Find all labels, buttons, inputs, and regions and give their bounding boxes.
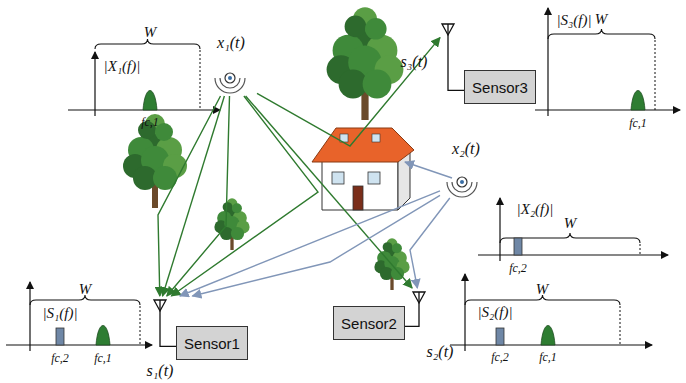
sensor-name: Sensor2 — [341, 315, 397, 332]
spectrum-plot — [6, 282, 152, 351]
propagation-path — [163, 96, 225, 296]
signal-name: x₂(t) — [440, 140, 492, 158]
band-edge — [140, 306, 141, 345]
sensor: Sensor1 — [152, 296, 250, 362]
spectrum-plot — [450, 274, 652, 351]
spectrum-label: |S₃(f)| — [556, 13, 591, 28]
frequency-axis — [478, 254, 668, 255]
bandwidth-brace — [30, 295, 140, 305]
propagation-path — [171, 96, 318, 296]
magnitude-axis — [499, 198, 500, 261]
bandwidth-brace — [95, 39, 200, 49]
signal-spectrum — [56, 328, 64, 345]
roof-window — [372, 134, 380, 142]
sensor-name: Sensor1 — [184, 335, 240, 352]
frequency-axis — [535, 109, 680, 110]
sensor-box: Sensor1 — [176, 326, 248, 360]
transmitter: x₁(t) — [205, 34, 257, 96]
antenna-dot — [225, 73, 235, 83]
antenna-feed — [448, 24, 464, 90]
carrier-frequency: fc,2 — [509, 262, 527, 274]
magnitude-axis — [29, 282, 30, 351]
signal-spectrum — [96, 326, 110, 346]
propagation-path — [410, 198, 450, 288]
signal-spectrum — [143, 91, 157, 111]
tree — [214, 198, 249, 250]
spectrum-label: |X₁(f)| — [104, 59, 141, 74]
bandwidth-label: W — [144, 25, 157, 40]
tree-foliage — [391, 267, 404, 280]
tree-foliage — [365, 18, 387, 40]
bandwidth-label: W — [79, 282, 92, 297]
spectrum-label: |S₂(f)| — [477, 305, 512, 320]
antenna-dot — [228, 76, 232, 80]
antenna-feed — [405, 292, 419, 326]
carrier-frequency: fc,1 — [539, 351, 557, 363]
bandwidth-label: W — [595, 12, 608, 27]
tree — [327, 7, 404, 120]
spectrum-plot — [478, 198, 668, 261]
reflected-path — [405, 162, 452, 178]
propagation-path — [192, 195, 440, 296]
signal-name: x₁(t) — [205, 34, 257, 52]
propagation-path — [180, 191, 440, 296]
signal-spectrum — [631, 91, 645, 111]
window — [332, 172, 344, 184]
tree-foliage — [232, 203, 242, 213]
carrier-frequency: fc,1 — [94, 352, 112, 364]
house-wall — [322, 160, 398, 210]
tree-foliage — [392, 243, 402, 253]
frequency-axis — [6, 344, 152, 345]
transmitter: x₂(t) — [440, 140, 492, 198]
tree-foliage — [231, 227, 244, 240]
bandwidth-label: W — [536, 282, 549, 297]
band-edge — [655, 40, 656, 110]
antenna-dot — [460, 180, 464, 184]
door — [353, 186, 363, 210]
signal-spectrum — [514, 238, 522, 255]
propagation-path — [257, 38, 440, 146]
propagation-path — [158, 96, 221, 296]
antenna-dot — [457, 177, 467, 187]
magnitude-axis — [464, 274, 465, 351]
band-edge — [640, 244, 641, 255]
bandwidth-brace — [465, 295, 620, 305]
spectrum-label: |S₁(f)| — [42, 306, 77, 321]
carrier-frequency: fc,1 — [141, 116, 159, 128]
carrier-frequency: fc,2 — [51, 352, 69, 364]
house — [312, 128, 414, 210]
tree-foliage — [383, 242, 393, 252]
sensor: Sensor3 — [440, 20, 538, 106]
sensor-name: Sensor3 — [472, 79, 528, 96]
sensor-box: Sensor3 — [464, 70, 536, 104]
carrier-frequency: fc,2 — [491, 351, 509, 363]
signal-name: s₂(t) — [427, 344, 454, 360]
magnitude-axis — [547, 8, 548, 116]
spectrum-plot — [68, 39, 220, 116]
bandwidth-label: W — [564, 216, 577, 231]
signal-name: s₃(t) — [401, 54, 428, 70]
spectrum-label: |X₂(f)| — [517, 202, 554, 217]
magnitude-axis — [94, 52, 95, 116]
signal-spectrum — [496, 328, 504, 345]
band-edge — [620, 306, 621, 345]
sensor: Sensor2 — [333, 288, 427, 342]
signal-name: s₁(t) — [147, 363, 174, 379]
sensor-box: Sensor2 — [333, 306, 405, 340]
signal-spectrum — [541, 326, 555, 346]
band-edge — [200, 50, 201, 110]
window — [368, 172, 380, 184]
antenna-feed — [160, 300, 176, 346]
tree-foliage — [363, 70, 392, 99]
carrier-frequency: fc,1 — [629, 117, 647, 129]
bandwidth-brace — [548, 29, 655, 39]
tree — [123, 114, 187, 208]
propagation-path — [167, 96, 230, 296]
tree-foliage — [345, 16, 367, 38]
spectrum-plot — [535, 8, 680, 116]
tree-foliage — [223, 202, 233, 212]
